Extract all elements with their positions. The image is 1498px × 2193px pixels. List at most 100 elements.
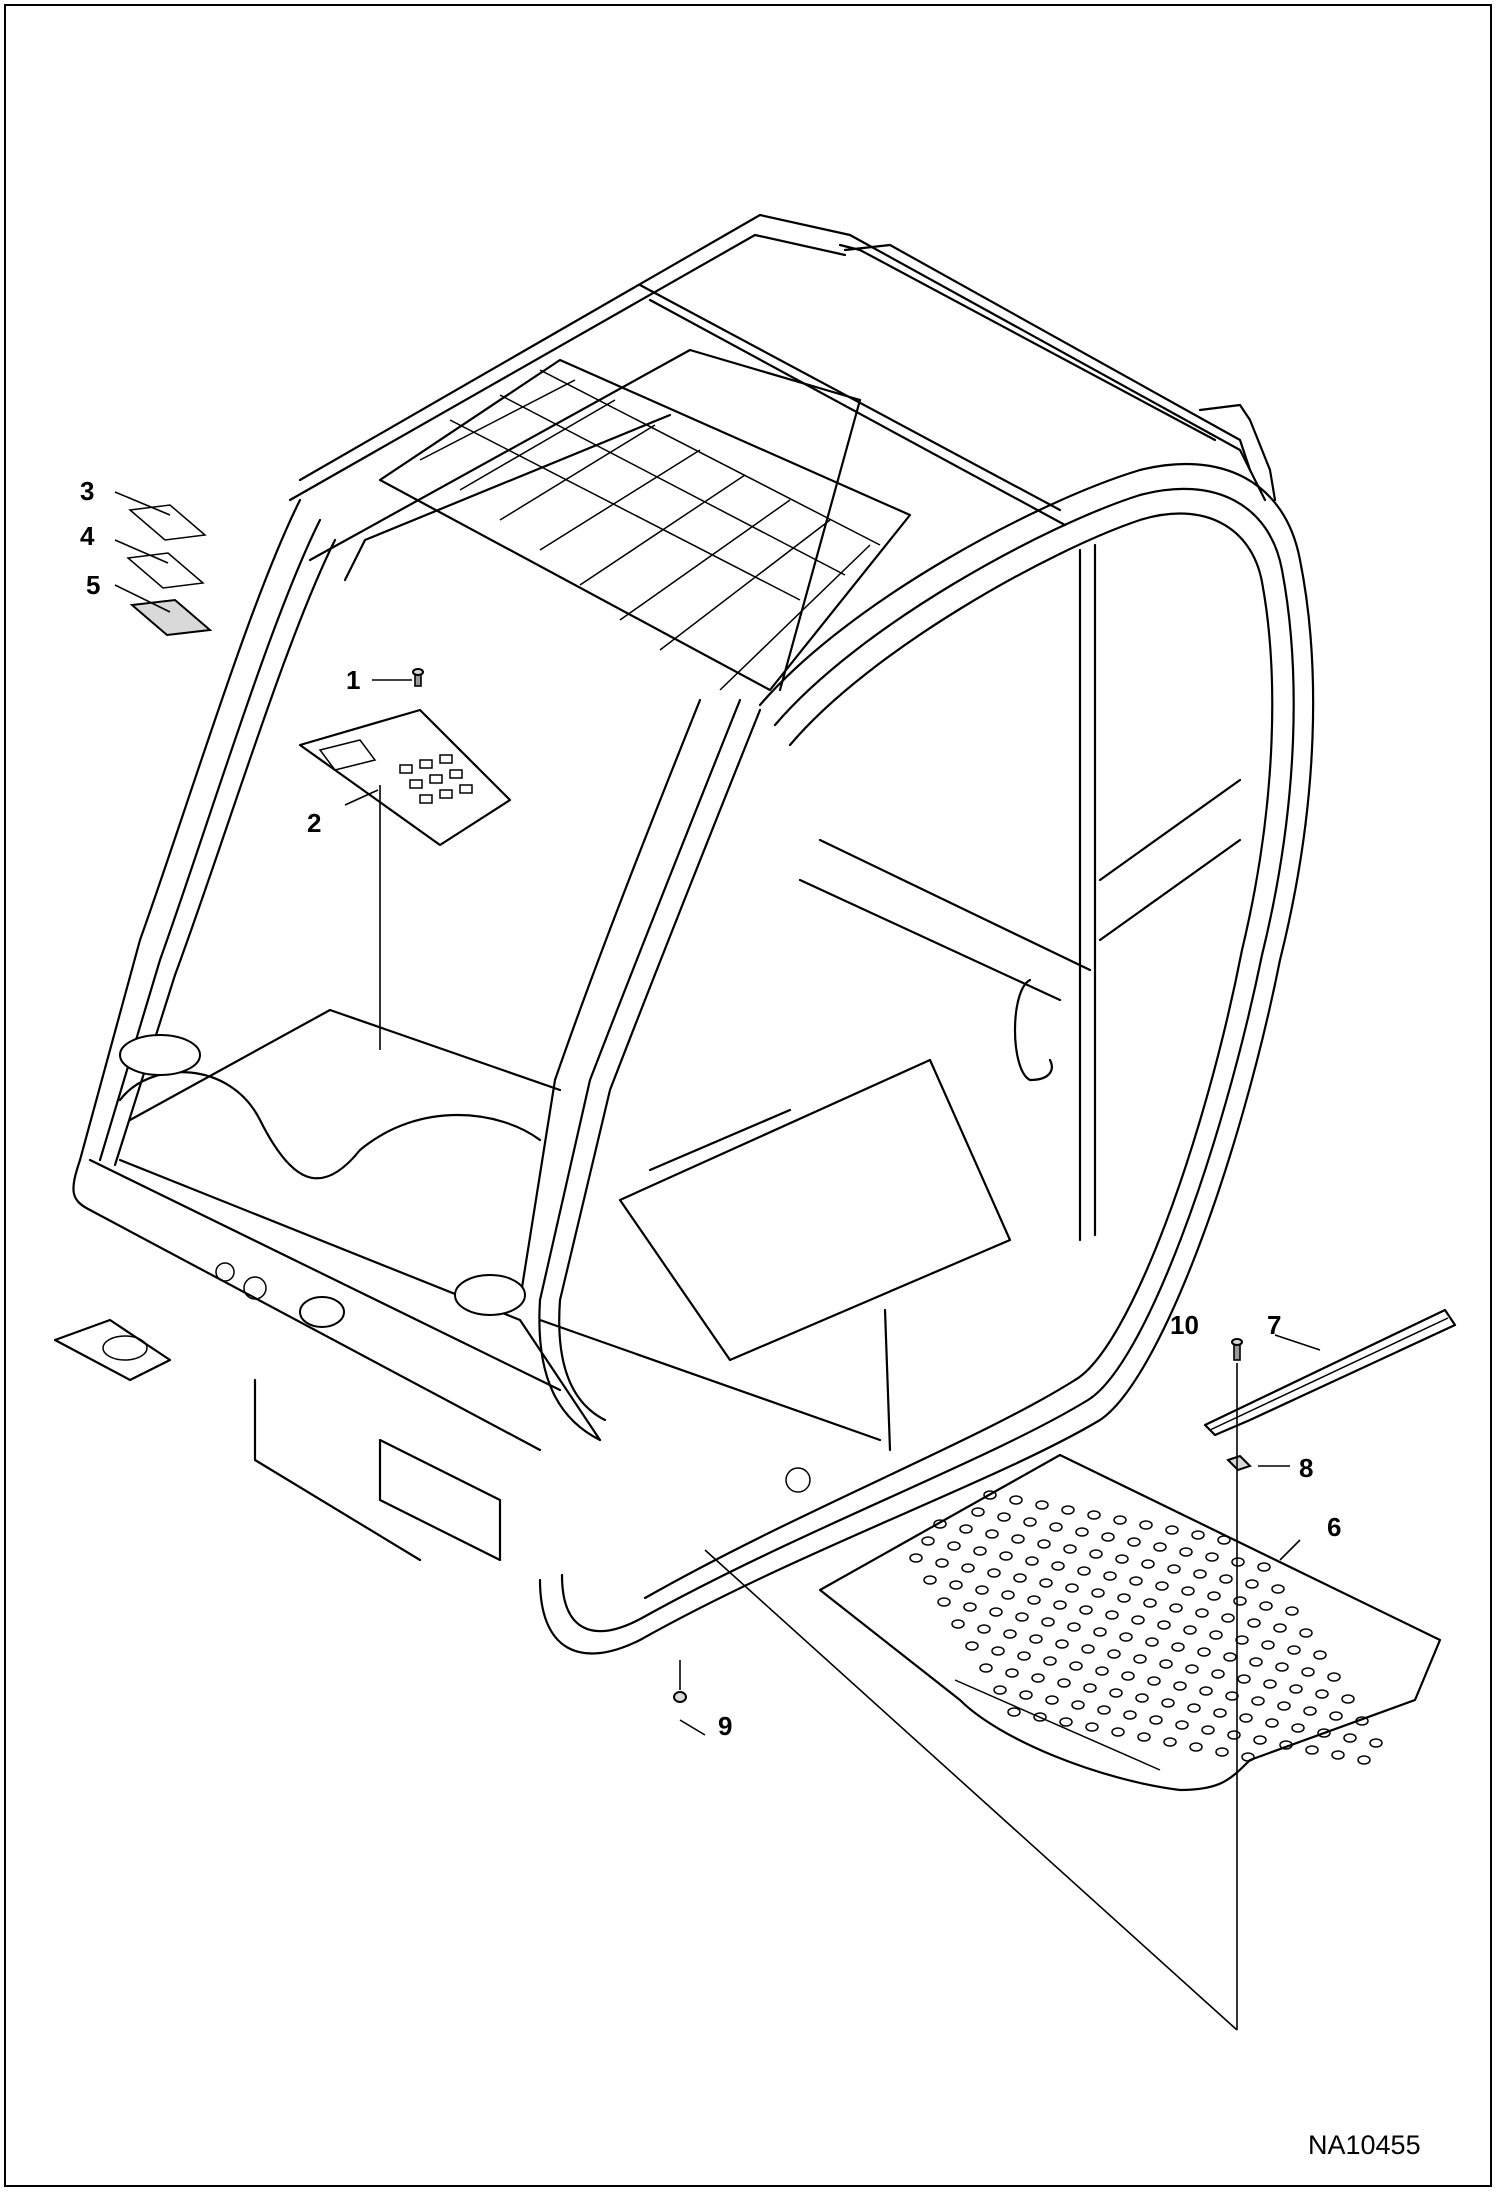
mat-hole <box>921 1536 935 1546</box>
mat-hole <box>971 1507 985 1517</box>
mat-hole <box>1087 1510 1101 1520</box>
mat-hole <box>1149 1715 1163 1725</box>
mat-hole <box>1101 1532 1115 1542</box>
floor-mat-holes <box>909 1490 1383 1765</box>
mat-hole <box>1179 1547 1193 1557</box>
mat-hole <box>1069 1661 1083 1671</box>
mat-hole <box>1117 1593 1131 1603</box>
mat-hole <box>1305 1745 1319 1755</box>
mat-hole <box>989 1607 1003 1617</box>
mat-hole <box>963 1602 977 1612</box>
mat-hole <box>1165 1525 1179 1535</box>
mat-hole <box>1265 1718 1279 1728</box>
mat-hole <box>1097 1705 1111 1715</box>
mat-hole <box>1211 1669 1225 1679</box>
mat-hole <box>1275 1662 1289 1672</box>
mat-hole <box>909 1553 923 1563</box>
mat-hole <box>1123 1710 1137 1720</box>
mat-hole <box>1317 1728 1331 1738</box>
mat-hole <box>983 1490 997 1500</box>
mat-hole <box>1247 1618 1261 1628</box>
mat-hole <box>1277 1701 1291 1711</box>
mat-hole <box>999 1551 1013 1561</box>
mat-hole <box>1093 1627 1107 1637</box>
mat-hole <box>1171 1642 1185 1652</box>
mat-hole <box>1181 1586 1195 1596</box>
mat-hole <box>1147 1676 1161 1686</box>
mat-hole <box>1049 1522 1063 1532</box>
mat-hole <box>961 1563 975 1573</box>
mat-hole <box>1331 1750 1345 1760</box>
drawing-id: NA10455 <box>1308 2130 1421 2160</box>
mat-hole <box>1025 1556 1039 1566</box>
mat-hole <box>1193 1569 1207 1579</box>
mat-hole <box>1153 1542 1167 1552</box>
roof-structure <box>288 213 1277 527</box>
mat-hole <box>1343 1733 1357 1743</box>
mat-hole <box>1285 1606 1299 1616</box>
mat-hole <box>1041 1617 1055 1627</box>
mat-hole <box>1225 1691 1239 1701</box>
mat-hole <box>1223 1652 1237 1662</box>
callout-8: 8 <box>1299 1453 1314 1483</box>
mat-hole <box>947 1541 961 1551</box>
mat-hole <box>1107 1649 1121 1659</box>
mat-hole <box>991 1646 1005 1656</box>
mat-hole <box>1245 1579 1259 1589</box>
mat-hole <box>1121 1671 1135 1681</box>
mat-hole <box>1105 1610 1119 1620</box>
mat-hole <box>1043 1656 1057 1666</box>
mat-hole <box>1253 1735 1267 1745</box>
mat-hole <box>1017 1651 1031 1661</box>
callout-10: 10 <box>1170 1310 1199 1340</box>
mat-hole <box>979 1663 993 1673</box>
mat-hole <box>949 1580 963 1590</box>
mat-hole <box>1055 1639 1069 1649</box>
mat-hole <box>1199 1686 1213 1696</box>
mat-hole <box>1143 1598 1157 1608</box>
mat-hole <box>1005 1668 1019 1678</box>
mat-hole <box>1031 1673 1045 1683</box>
mat-hole <box>1033 1712 1047 1722</box>
mat-hole <box>1207 1591 1221 1601</box>
mat-hole <box>1357 1755 1371 1765</box>
mat-hole <box>1221 1613 1235 1623</box>
mat-hole <box>1329 1711 1343 1721</box>
part-6-floor-mat <box>818 1453 1442 1792</box>
mat-hole <box>993 1685 1007 1695</box>
mat-hole <box>1301 1667 1315 1677</box>
mat-hole <box>1303 1706 1317 1716</box>
mat-hole <box>1271 1584 1285 1594</box>
mat-hole <box>923 1575 937 1585</box>
mat-hole <box>1065 1583 1079 1593</box>
mat-hole <box>1327 1672 1341 1682</box>
part-2-plate <box>298 708 512 847</box>
mat-hole <box>1219 1574 1233 1584</box>
callout-5: 5 <box>86 570 101 600</box>
mat-hole <box>1011 1534 1025 1544</box>
mat-hole <box>1209 1630 1223 1640</box>
mat-hole <box>1183 1625 1197 1635</box>
mat-hole <box>1355 1716 1369 1726</box>
mat-hole <box>1235 1635 1249 1645</box>
mat-hole <box>1239 1713 1253 1723</box>
mat-hole <box>1299 1628 1313 1638</box>
callout-1: 1 <box>346 665 361 695</box>
callout-6: 6 <box>1327 1512 1342 1542</box>
mat-hole <box>1133 1654 1147 1664</box>
mat-hole <box>1013 1573 1027 1583</box>
mat-hole <box>1109 1688 1123 1698</box>
mat-hole <box>1259 1601 1273 1611</box>
mat-hole <box>1063 1544 1077 1554</box>
mat-hole <box>1231 1557 1245 1567</box>
mat-hole <box>1103 1571 1117 1581</box>
mat-hole <box>1341 1694 1355 1704</box>
mat-hole <box>1287 1645 1301 1655</box>
mat-hole <box>1061 1505 1075 1515</box>
mat-hole <box>1191 1530 1205 1540</box>
mat-hole <box>1045 1695 1059 1705</box>
mat-hole <box>1241 1752 1255 1762</box>
mat-hole <box>1057 1678 1071 1688</box>
roof-grille <box>378 358 912 692</box>
